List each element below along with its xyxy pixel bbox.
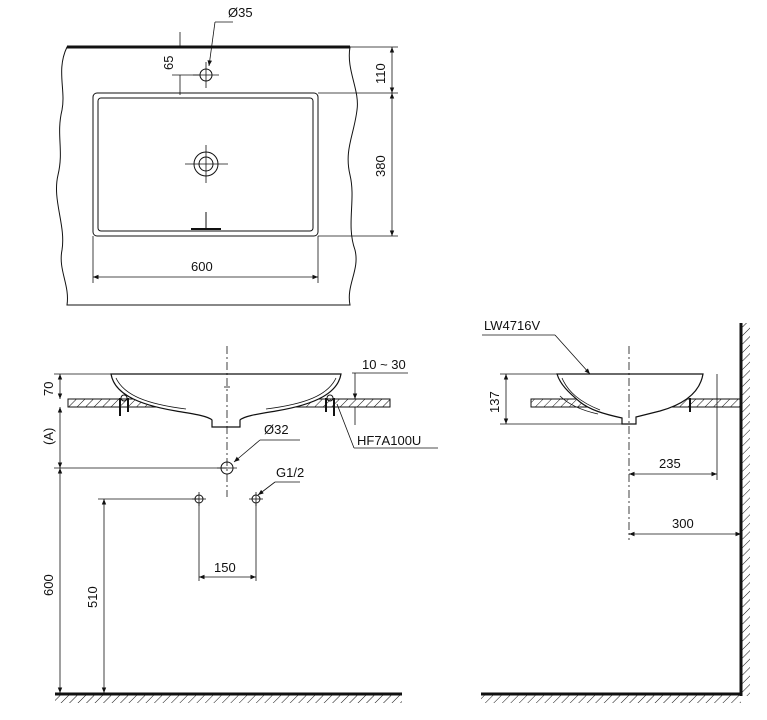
countertop-outline bbox=[56, 46, 358, 306]
drain-height-label: 600 bbox=[41, 574, 56, 596]
side-height-label: 137 bbox=[487, 391, 502, 413]
front-depth-label: 110 bbox=[373, 63, 388, 84]
model-label: LW4716V bbox=[484, 318, 540, 333]
drain-to-wall-label: 235 bbox=[659, 456, 681, 471]
top-view: Ø35 65 110 380 600 bbox=[56, 5, 398, 306]
supply-thread-label: G1/2 bbox=[276, 465, 304, 480]
drain-part-label: HF7A100U bbox=[357, 433, 421, 448]
variable-height-label: (A) bbox=[41, 428, 56, 445]
center-to-wall-label: 300 bbox=[672, 516, 694, 531]
side-view: LW4716V 137 235 300 bbox=[481, 318, 750, 703]
rim-height-label: 70 bbox=[41, 382, 56, 396]
supply-height-label: 510 bbox=[85, 586, 100, 608]
basin-inner-rim bbox=[97, 97, 314, 232]
counter-thickness-label: 10 ~ 30 bbox=[362, 357, 406, 372]
hole-diameter-label: Ø35 bbox=[228, 5, 253, 20]
front-basin-body bbox=[110, 373, 342, 428]
drain-diameter-label: Ø32 bbox=[264, 422, 289, 437]
basin-outer-rim bbox=[92, 92, 319, 237]
supply-spacing-label: 150 bbox=[214, 560, 236, 575]
bowl-depth-label: 380 bbox=[373, 155, 388, 177]
front-view: 70 (A) 600 10 ~ 30 HF7A100U Ø32 G1/2 bbox=[41, 346, 438, 703]
hole-offset-label: 65 bbox=[161, 56, 176, 70]
width-label: 600 bbox=[191, 259, 213, 274]
side-basin-body bbox=[556, 373, 704, 425]
